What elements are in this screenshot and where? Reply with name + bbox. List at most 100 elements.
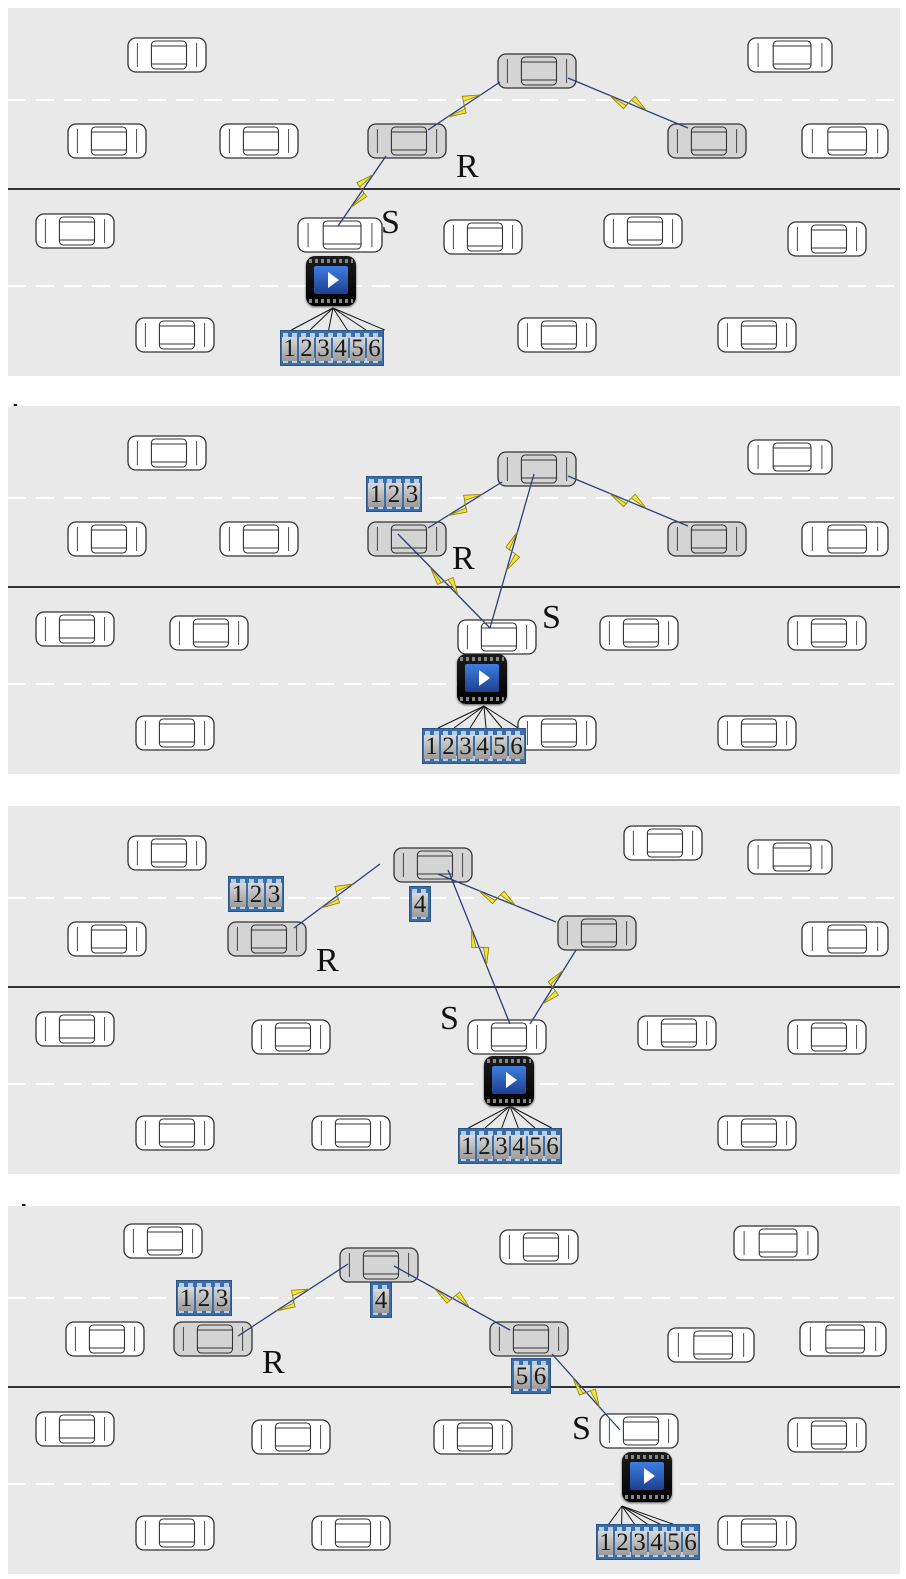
lightning-link-icon <box>447 869 511 1025</box>
car-icon <box>667 1327 755 1363</box>
car-icon <box>747 839 833 875</box>
car-icon <box>801 521 889 557</box>
vehicle-node-car-icon <box>497 451 577 487</box>
lightning-link-icon <box>551 1353 621 1431</box>
lightning-link-icon <box>427 81 501 131</box>
car-icon <box>127 435 207 471</box>
car-icon <box>297 217 383 253</box>
car-icon <box>135 715 215 751</box>
car-icon <box>717 317 797 353</box>
car-icon <box>799 1321 887 1357</box>
road-scene-b <box>8 406 900 774</box>
film-strip-mid: 4 <box>409 886 431 922</box>
car-icon <box>127 37 207 73</box>
car-icon <box>311 1115 391 1151</box>
vehicle-node-car-icon <box>367 123 447 159</box>
video-player-icon <box>306 256 356 306</box>
car-icon <box>733 1225 819 1261</box>
vehicle-node-car-icon <box>173 1321 253 1357</box>
relay-label: R <box>456 148 479 185</box>
lightning-link-icon <box>237 1263 349 1337</box>
road-scene-a <box>8 8 900 376</box>
source-label: S <box>572 1410 591 1447</box>
car-icon <box>457 619 537 655</box>
film-strip-digits: 4 <box>412 891 428 918</box>
segment-split-lines <box>437 705 519 729</box>
car-icon <box>127 835 207 871</box>
car-icon <box>123 1223 203 1259</box>
video-player-icon <box>484 1056 534 1106</box>
car-icon <box>717 715 797 751</box>
vehicle-node-car-icon <box>227 921 307 957</box>
source-label: S <box>542 599 561 636</box>
car-icon <box>603 213 683 249</box>
relay-label: R <box>316 942 339 979</box>
car-icon <box>787 615 867 651</box>
car-icon <box>599 615 679 651</box>
car-icon <box>517 317 597 353</box>
car-icon <box>599 1413 679 1449</box>
lightning-link-icon <box>567 475 689 527</box>
car-icon <box>35 1411 115 1447</box>
car-icon <box>169 615 249 651</box>
lightning-link-icon <box>427 481 503 529</box>
video-player-icon <box>457 654 507 704</box>
car-icon <box>35 213 115 249</box>
car-icon <box>65 1321 145 1357</box>
lightning-link-icon <box>337 155 387 227</box>
car-icon <box>67 521 147 557</box>
source-label: S <box>440 1000 459 1037</box>
car-icon <box>433 1419 513 1455</box>
car-icon <box>801 921 889 957</box>
car-icon <box>787 1019 867 1055</box>
road-scene-c <box>8 806 900 1174</box>
car-icon <box>717 1115 797 1151</box>
film-strip-digits: 4 <box>373 1287 389 1314</box>
relay-label: R <box>262 1344 285 1381</box>
car-icon <box>35 1011 115 1047</box>
car-icon <box>311 1515 391 1551</box>
car-icon <box>801 123 889 159</box>
source-label: S <box>381 204 400 241</box>
road-scene-d <box>8 1206 900 1574</box>
lightning-link-icon <box>529 949 577 1025</box>
car-icon <box>717 1515 797 1551</box>
video-player-icon <box>622 1452 672 1502</box>
vehicle-node-car-icon <box>489 1321 569 1357</box>
car-icon <box>135 1515 215 1551</box>
car-icon <box>251 1019 331 1055</box>
vehicle-node-car-icon <box>667 521 747 557</box>
vehicle-node-car-icon <box>667 123 747 159</box>
car-icon <box>747 37 833 73</box>
segment-split-lines <box>468 1105 552 1129</box>
car-icon <box>517 715 597 751</box>
car-icon <box>443 219 523 255</box>
film-strip-mid: 4 <box>370 1282 392 1318</box>
car-icon <box>67 921 147 957</box>
car-icon <box>135 317 215 353</box>
lightning-link-icon <box>293 863 381 929</box>
relay-label: R <box>452 540 475 577</box>
car-icon <box>467 1019 547 1055</box>
vehicle-node-car-icon <box>367 521 447 557</box>
vehicle-node-car-icon <box>339 1247 419 1283</box>
car-icon <box>787 221 867 257</box>
vehicle-node-car-icon <box>557 915 637 951</box>
